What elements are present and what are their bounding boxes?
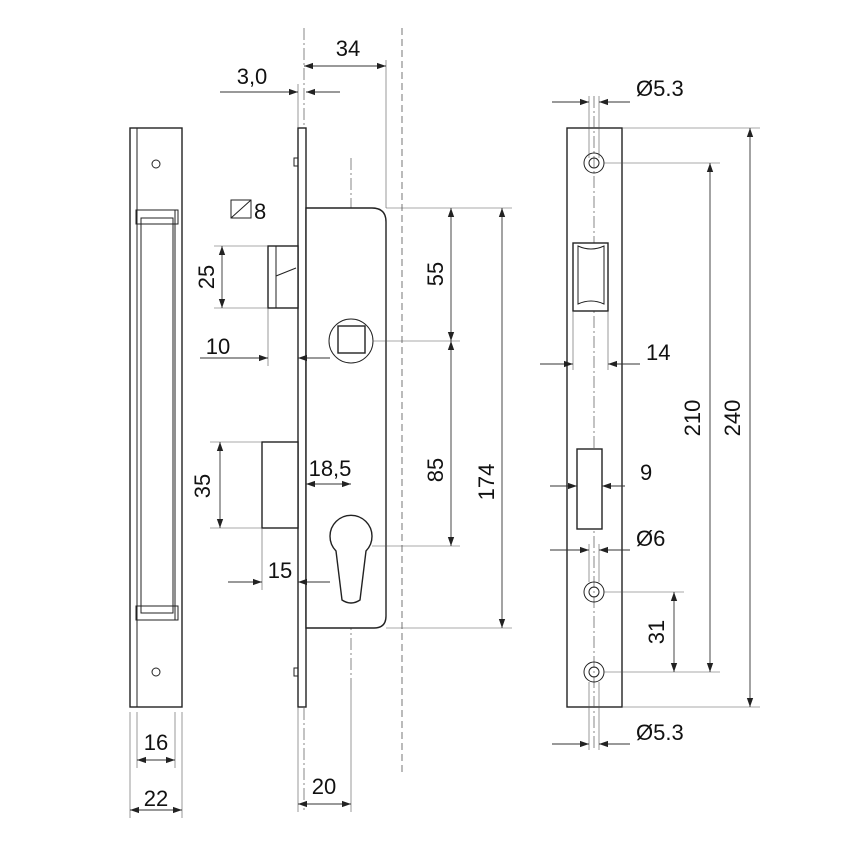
latch-bevel (275, 246, 297, 308)
front-hole-bottom-inner (588, 666, 600, 678)
square-symbol-diagonal (230, 199, 252, 219)
latch-opening (572, 242, 609, 312)
dim-square: 8 (254, 199, 266, 224)
strike-plate-pocket-top (135, 209, 179, 225)
dim-backset: 34 (336, 36, 360, 61)
dim-hole-mid: Ø6 (636, 526, 665, 551)
dim-bolt-projection: 15 (268, 558, 292, 583)
dim-spindle-to-cylinder: 85 (423, 458, 448, 482)
lock-body-view: 8 3,0 34 25 10 35 15 18,5 (190, 28, 512, 812)
front-faceplate-outline (566, 127, 623, 708)
dim-strike-inner-width: 16 (144, 730, 168, 755)
faceplate-tab-top (293, 157, 299, 167)
front-hole-mid-inner (588, 586, 600, 598)
strike-plate-pocket-bottom (135, 605, 179, 621)
cylinder-profile-hole (329, 514, 373, 604)
spindle-square-hole (337, 325, 366, 354)
front-hole-top-inner (588, 157, 600, 169)
dim-strike-width: 22 (144, 786, 168, 811)
strike-plate-pocket (140, 217, 174, 614)
faceplate (297, 127, 307, 708)
latch-opening-bevel (577, 245, 605, 305)
dim-cylinder-offset: 18,5 (309, 456, 352, 481)
latch-bolt (267, 245, 299, 309)
dim-case-depth: 20 (312, 774, 336, 799)
dim-case-height: 174 (474, 464, 499, 501)
dim-bolt-opening: 9 (640, 460, 652, 485)
dead-bolt (261, 441, 299, 529)
dim-hole-bottom: Ø5.3 (636, 720, 684, 745)
dim-hole-spacing: 31 (644, 620, 669, 644)
faceplate-front-view: Ø5.3 14 9 Ø6 31 210 240 (540, 76, 760, 750)
dim-strike-hole-spacing: 210 (680, 400, 705, 437)
dim-hole-top: Ø5.3 (636, 76, 684, 101)
dim-bolt-height: 35 (190, 474, 215, 498)
strike-plate-hole-top (151, 159, 161, 169)
dim-latch-projection: 10 (206, 334, 230, 359)
square-symbol-icon (230, 199, 252, 219)
dim-faceplate-length: 240 (720, 400, 745, 437)
dim-latch-to-spindle: 55 (423, 262, 448, 286)
strike-plate-view: 16 22 (129, 127, 183, 818)
dim-latch-height: 25 (194, 265, 219, 289)
dim-latch-opening: 14 (646, 340, 670, 365)
faceplate-tab-bottom (293, 667, 299, 677)
dim-faceplate-thickness: 3,0 (237, 64, 268, 89)
strike-plate-hole-bottom (151, 667, 161, 677)
bolt-opening (576, 448, 603, 530)
